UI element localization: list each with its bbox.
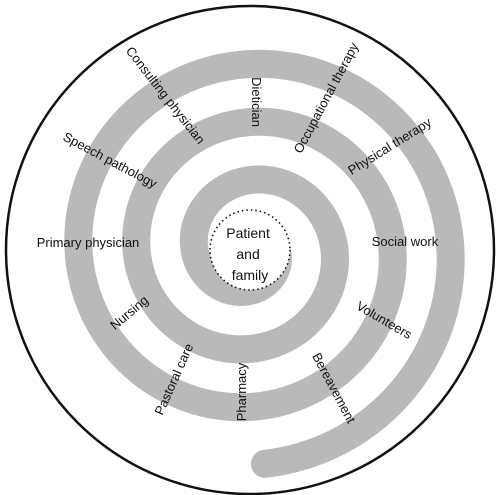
label-social-work: Social work xyxy=(372,234,439,249)
center-label: Patient and family xyxy=(226,225,273,283)
spiral-band xyxy=(64,49,465,478)
center-line-2: and xyxy=(236,246,259,262)
patient-family-circle xyxy=(209,209,291,291)
label-dietician: Dietician xyxy=(249,77,264,127)
label-pharmacy: Pharmacy xyxy=(234,362,249,421)
center-line-3: family xyxy=(232,267,269,283)
center-line-1: Patient xyxy=(226,225,270,241)
label-primary-physician: Primary physician xyxy=(37,235,140,250)
